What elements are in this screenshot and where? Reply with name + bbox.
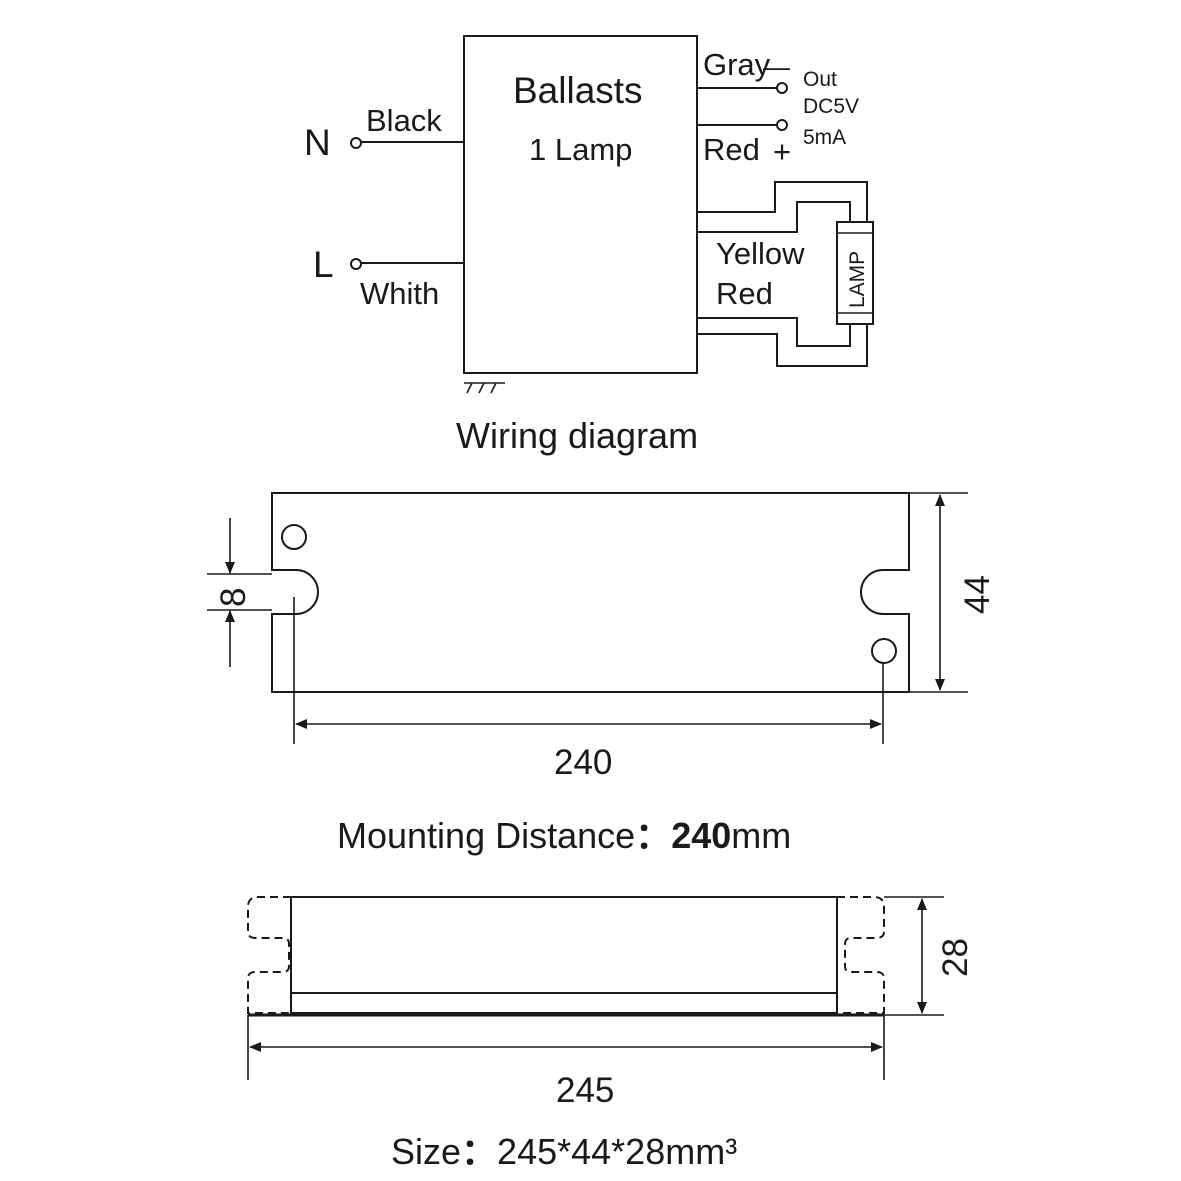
yellow-wire-label: Yellow [716, 236, 805, 271]
mounting-distance-prefix: Mounting Distance [337, 815, 635, 856]
length-dimension: 245 [247, 1015, 885, 1110]
lamp-wiring: LAMP Yellow Red [697, 181, 874, 367]
n-terminal-label: N [304, 122, 331, 163]
dc-output: Gray — Red + Out DC5V 5mA [697, 47, 859, 169]
dc-current-label: 5mA [803, 126, 846, 149]
size-caption: Size：245*44*28mm³ [391, 1131, 737, 1172]
slot-dimension: 8 [207, 518, 272, 667]
size-caption-prefix: Size [391, 1131, 461, 1172]
dc-out-plus-dot [776, 119, 788, 131]
ground-icon [464, 382, 505, 394]
ballast-box [463, 35, 698, 374]
flange-left [247, 896, 291, 1014]
mount-hole-left [281, 524, 307, 550]
lamp-label: LAMP [846, 251, 869, 308]
ballast-side-body [290, 896, 838, 994]
dc-out-minus-dot [776, 82, 788, 94]
minus-sign: — [763, 52, 790, 82]
mount-distance-dimension: 240 [293, 597, 884, 782]
n-terminal: N Black [304, 103, 464, 163]
flange-right [837, 896, 885, 1014]
red-wire-top-label: Red [703, 132, 760, 167]
side-height-dimension-label: 28 [936, 938, 975, 977]
ballast-side-base [290, 992, 838, 1014]
plus-sign: + [773, 134, 791, 169]
height-dimension: 44 [909, 492, 997, 693]
top-view-drawing: 8 44 240 Mounting Distance：240mm [207, 492, 997, 856]
gray-wire-label: Gray [703, 47, 771, 82]
height-dimension-label: 44 [958, 575, 997, 614]
mounting-distance-value: 240 [671, 815, 731, 856]
length-dimension-label: 245 [556, 1071, 614, 1110]
n-terminal-dot [350, 137, 362, 149]
mounting-distance-caption: Mounting Distance：240mm [337, 815, 791, 856]
size-caption-value: 245*44*28mm³ [497, 1131, 737, 1172]
mounting-distance-unit: mm [731, 815, 791, 856]
wiring-diagram-caption: Wiring diagram [456, 415, 698, 456]
white-wire-label: Whith [360, 276, 439, 311]
red-wire-bottom-label: Red [716, 276, 773, 311]
l-terminal: L Whith [313, 244, 464, 311]
slot-dimension-label: 8 [214, 588, 253, 607]
ballast-box-subtitle: 1 Lamp [529, 132, 632, 167]
ballast-box-title: Ballasts [513, 70, 643, 111]
side-height-dimension: 28 [884, 896, 975, 1016]
size-caption-sep: ： [461, 1131, 497, 1172]
ballast-top-outline [271, 492, 910, 693]
side-view-drawing: 28 245 Size：245*44*28mm³ [247, 896, 975, 1172]
out-label: Out [803, 68, 837, 91]
mounting-distance-sep: ： [635, 815, 671, 856]
lamp-tube [836, 221, 874, 325]
black-wire-label: Black [366, 103, 442, 138]
l-terminal-dot [350, 258, 362, 270]
mount-distance-label: 240 [554, 743, 612, 782]
wiring-diagram: Ballasts 1 Lamp N Black L Whith [304, 35, 874, 456]
dc-voltage-label: DC5V [803, 95, 859, 118]
l-terminal-label: L [313, 244, 334, 285]
mount-hole-right [871, 638, 897, 664]
